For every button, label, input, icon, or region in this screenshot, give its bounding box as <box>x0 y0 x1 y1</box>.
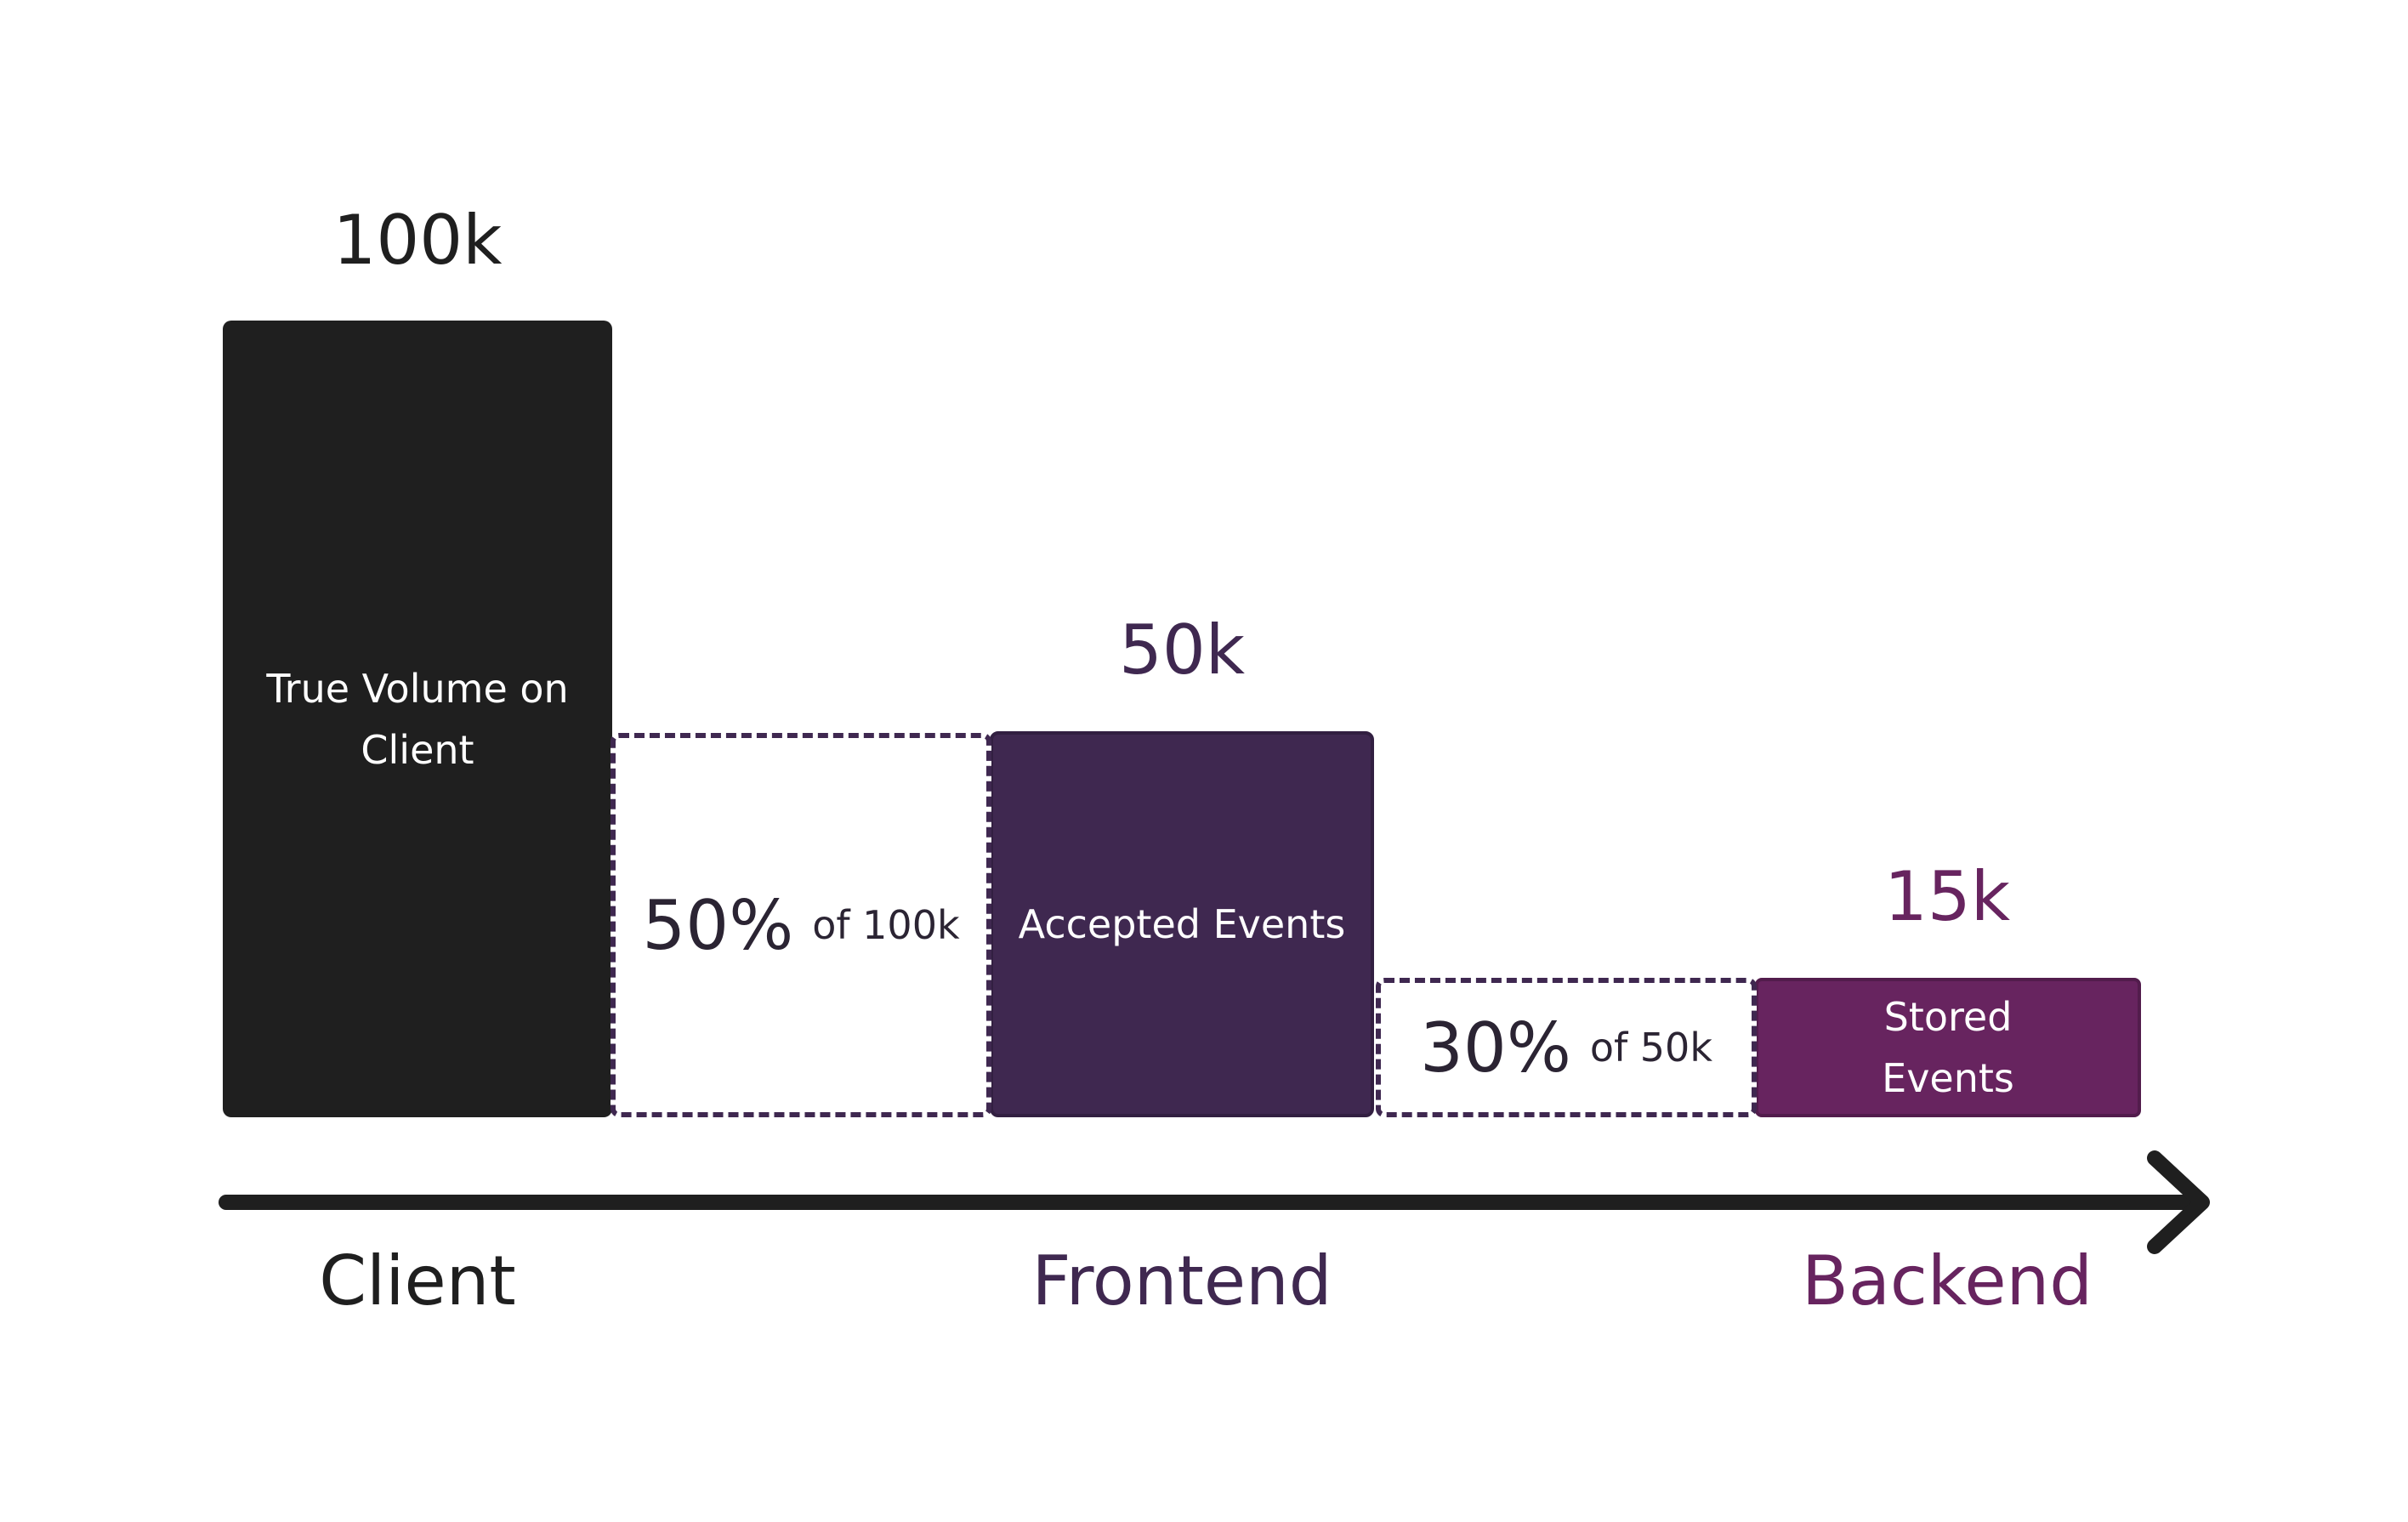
client-value: 100k <box>332 201 503 280</box>
drop-box-frontend-to-backend: 30% of 50k <box>1376 978 1757 1117</box>
backend-bar-label: Stored Events <box>1882 994 2014 1101</box>
stage-label-backend: Backend <box>1801 1241 2093 1320</box>
backend-value: 15k <box>1883 857 2011 936</box>
frontend-bar: Accepted Events <box>990 731 1374 1117</box>
stage-label-client: Client <box>319 1241 516 1320</box>
frontend-bar-label: Accepted Events <box>1018 901 1346 947</box>
drop-box-client-to-frontend: 50% of 100k <box>611 733 991 1117</box>
stage-label-frontend: Frontend <box>1031 1241 1332 1320</box>
backend-bar: Stored Events <box>1755 978 2141 1117</box>
drop-percent: 50% <box>642 885 794 965</box>
client-bar: True Volume on Client <box>223 321 612 1117</box>
drop-of-text: of 100k <box>812 902 960 948</box>
client-bar-label: True Volume on Client <box>266 665 569 773</box>
drop-of-text: of 50k <box>1589 1025 1712 1071</box>
arrow-right-icon <box>2147 1150 2210 1254</box>
drop-percent: 30% <box>1420 1008 1571 1088</box>
frontend-value: 50k <box>1118 611 1246 690</box>
